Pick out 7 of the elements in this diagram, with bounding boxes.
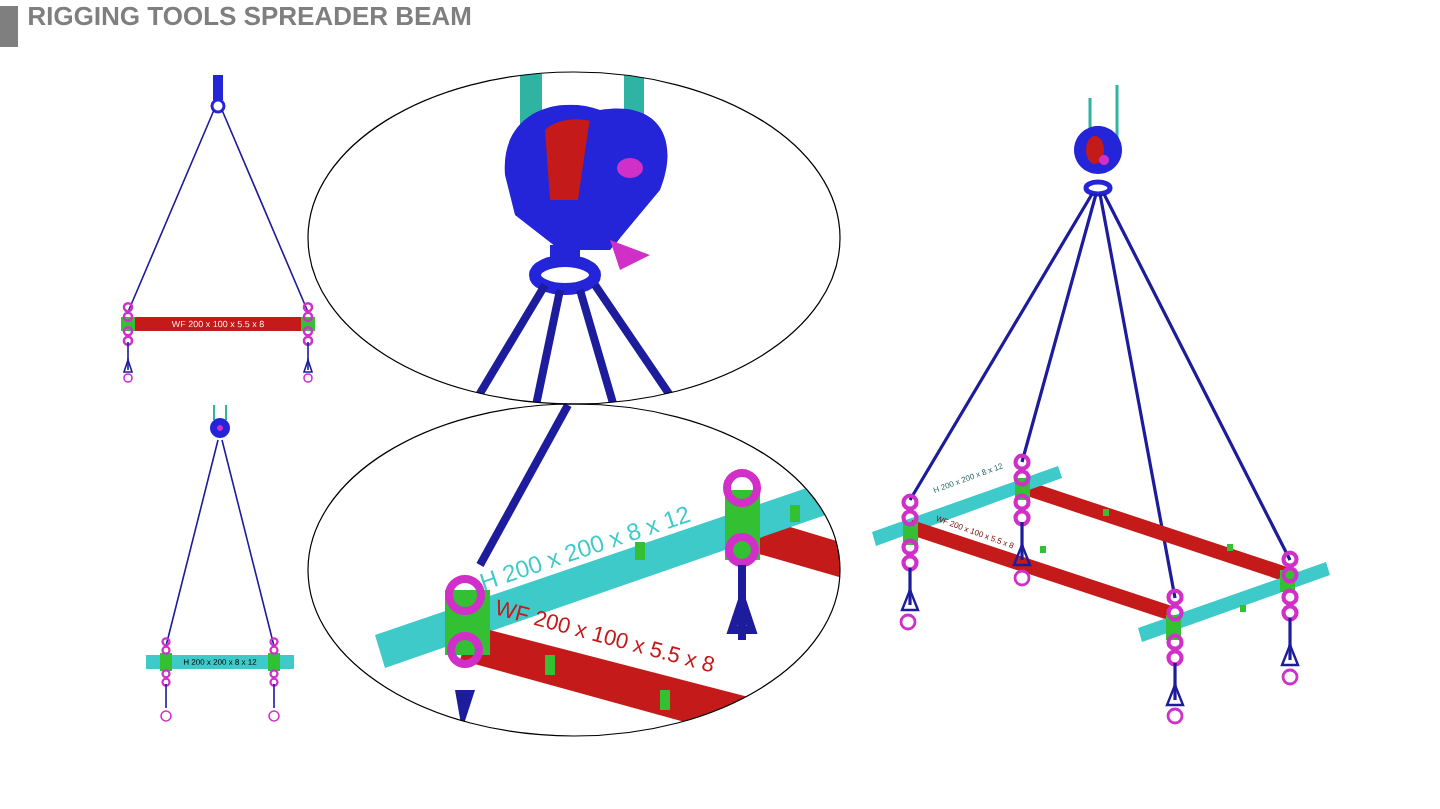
beam-label: H 200 x 200 x 8 x 12 (479, 506, 691, 591)
title: RIGGING TOOLS SPREADER BEAM (29, 6, 471, 26)
beam-label: WF 200 x 100 x 5.5 x 8 (937, 515, 1014, 549)
beam-label: WF 200 x 100 x 5.5 x 8 (171, 320, 264, 328)
beam-label: H 200 x 200 x 8 x 12 (933, 463, 1004, 493)
beam-label: H 200 x 200 x 8 x 12 (183, 659, 257, 665)
beam-label: WF 200 x 100 x 5.5 x 8 (497, 599, 715, 672)
